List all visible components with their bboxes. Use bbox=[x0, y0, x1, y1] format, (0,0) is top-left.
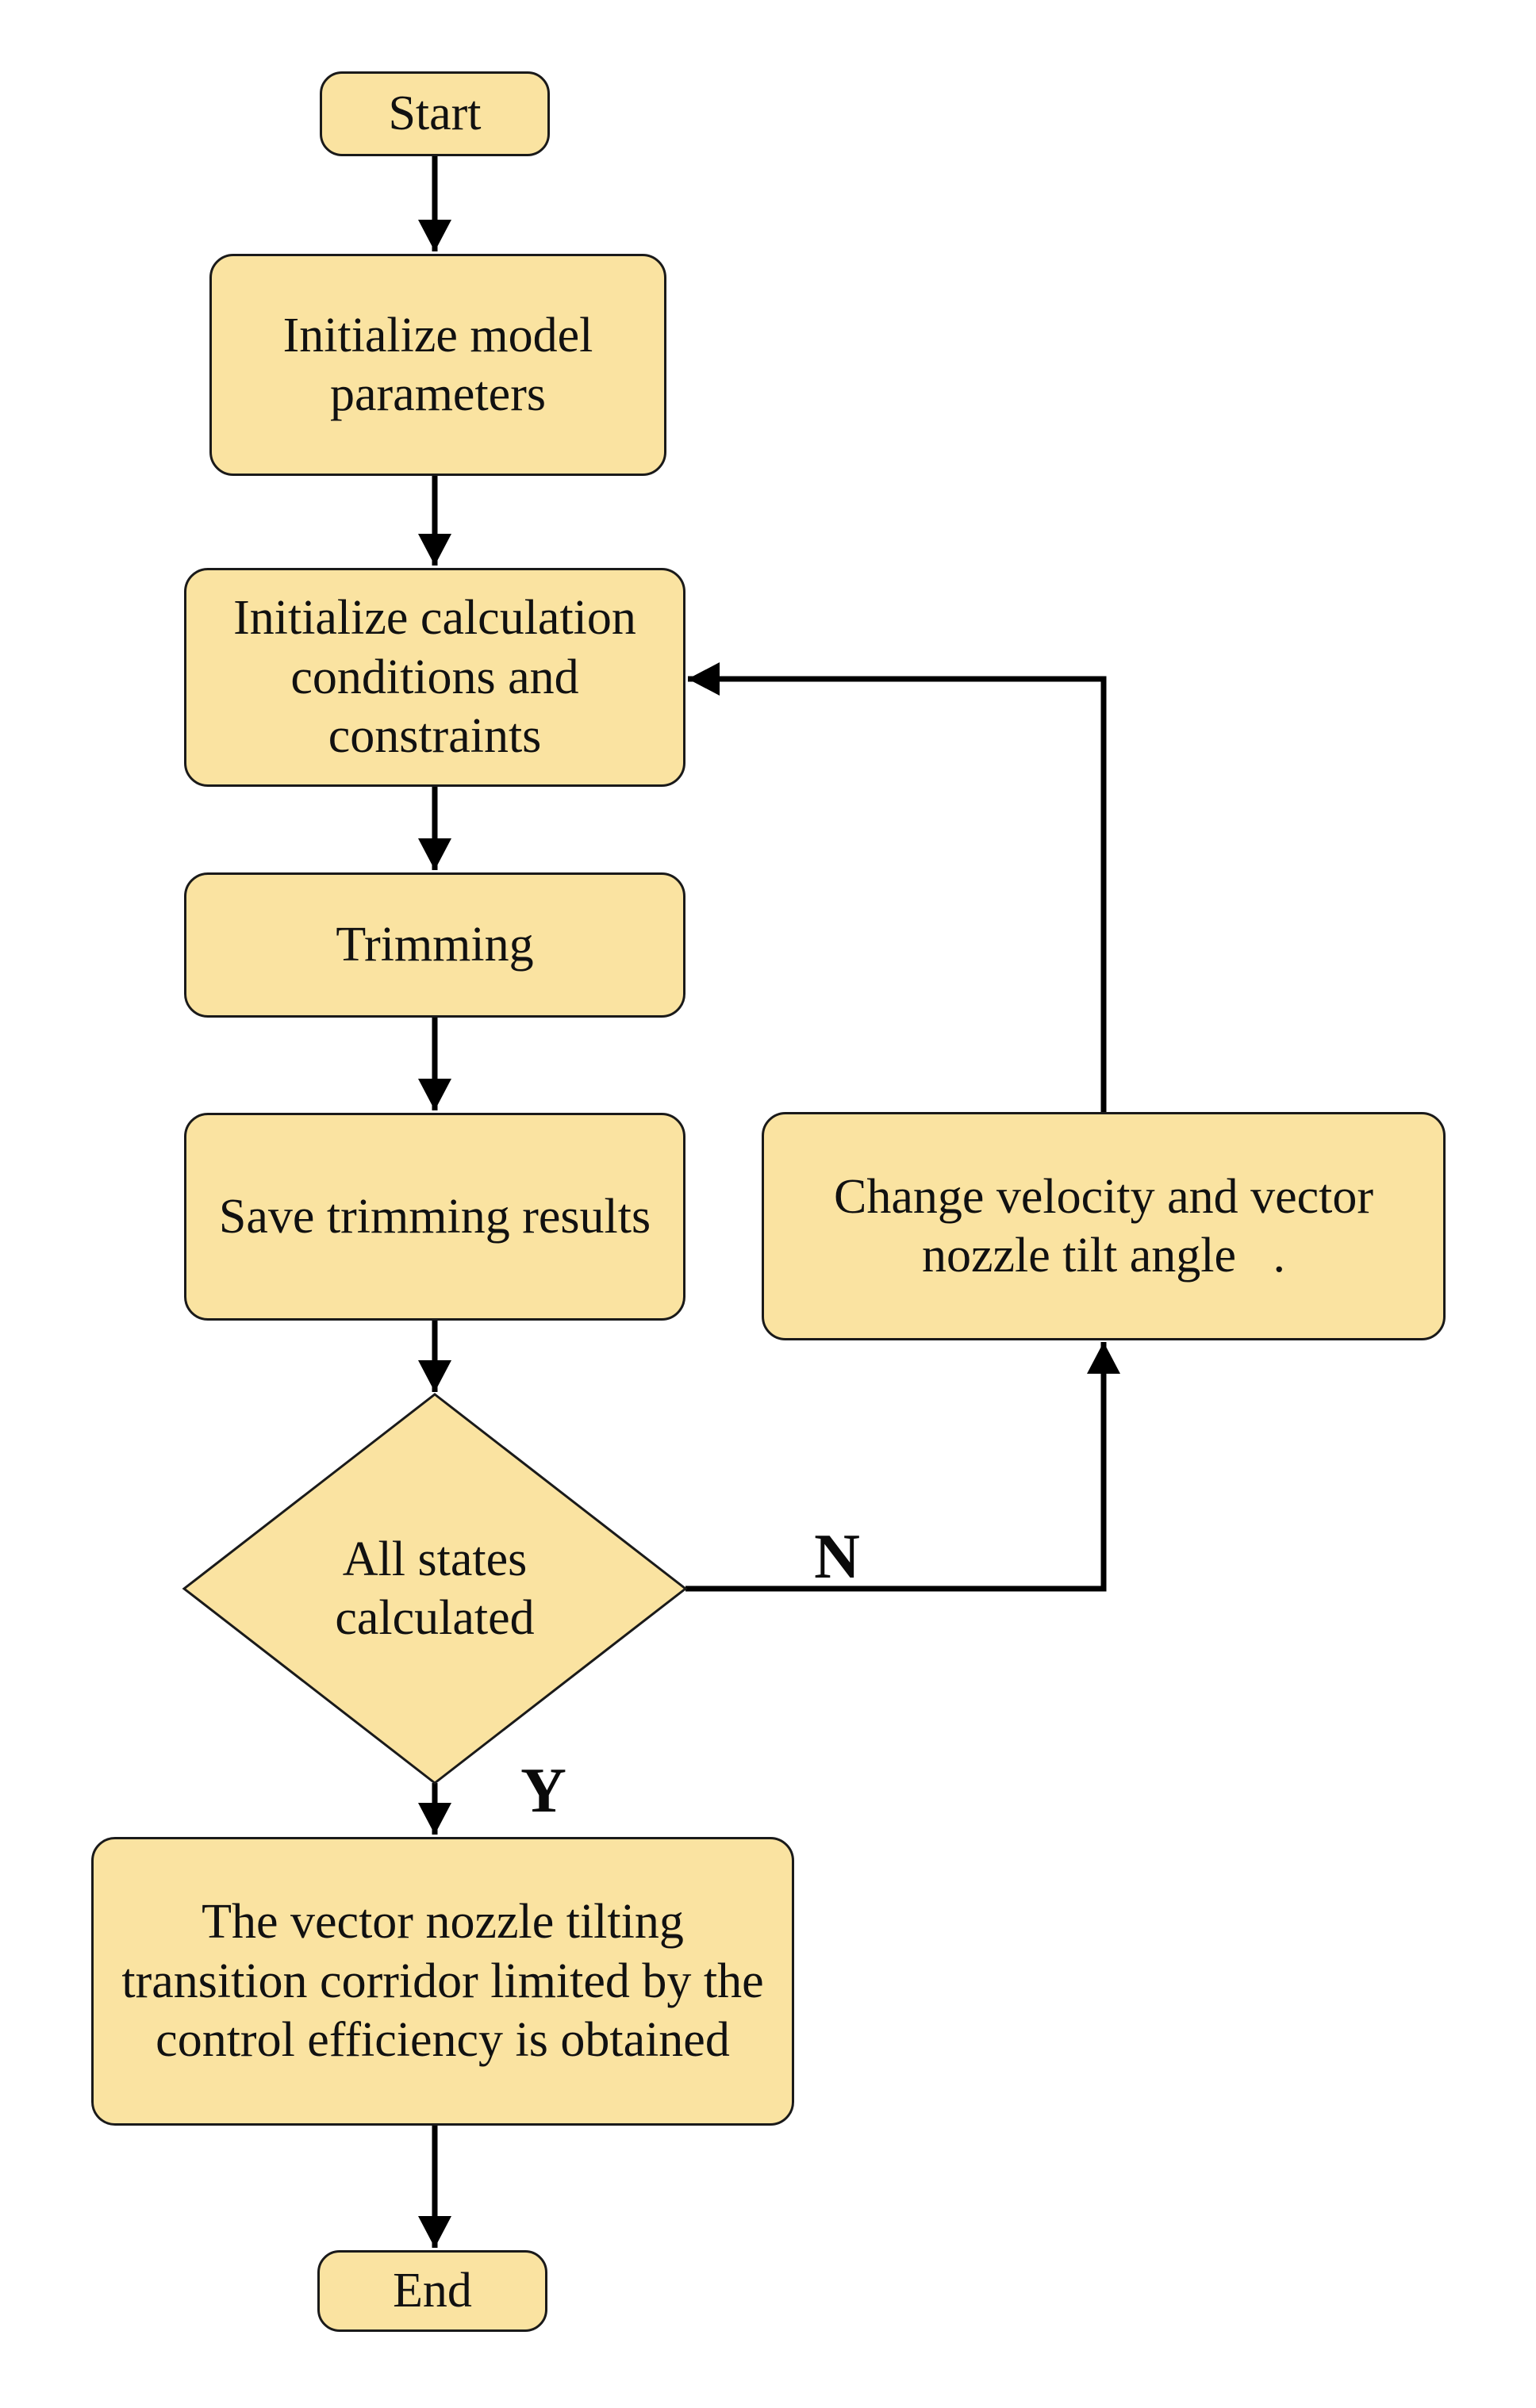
node-label: Initialize model parameters bbox=[282, 308, 593, 421]
node-label: Save trimming results bbox=[218, 1189, 651, 1244]
node-end: End bbox=[317, 2250, 547, 2332]
node-initialize-calculation-conditions: Initialize calculation conditions and co… bbox=[184, 568, 685, 787]
node-label: End bbox=[393, 2264, 472, 2318]
node-label: Trimming bbox=[336, 918, 534, 972]
node-label: Initialize calculation conditions and co… bbox=[233, 591, 636, 764]
node-save-trimming-results: Save trimming results bbox=[184, 1113, 685, 1321]
node-start: Start bbox=[320, 71, 550, 156]
node-label: Start bbox=[388, 86, 482, 141]
node-label: The vector nozzle tilting transition cor… bbox=[121, 1895, 764, 2068]
branch-label-yes: Y bbox=[520, 1756, 566, 1826]
node-transition-corridor-obtained: The vector nozzle tilting transition cor… bbox=[91, 1837, 794, 2126]
node-initialize-model-parameters: Initialize model parameters bbox=[209, 254, 666, 476]
node-change-velocity-nozzle-angle: Change velocity and vector nozzle tilt a… bbox=[762, 1112, 1446, 1340]
node-decision-all-states-calculated: All states calculated bbox=[292, 1509, 578, 1668]
branch-label-no: N bbox=[814, 1522, 860, 1592]
arrow-change-velocity-loop-to-init-calc bbox=[688, 662, 1107, 1112]
node-label: Change velocity and vector nozzle tilt a… bbox=[833, 1169, 1374, 1283]
arrow-decision-no-to-change-velocity bbox=[685, 1342, 1120, 1592]
node-label: All states calculated bbox=[335, 1532, 535, 1645]
node-trimming: Trimming bbox=[184, 872, 685, 1018]
decision-diamond-shape bbox=[182, 1393, 688, 1785]
